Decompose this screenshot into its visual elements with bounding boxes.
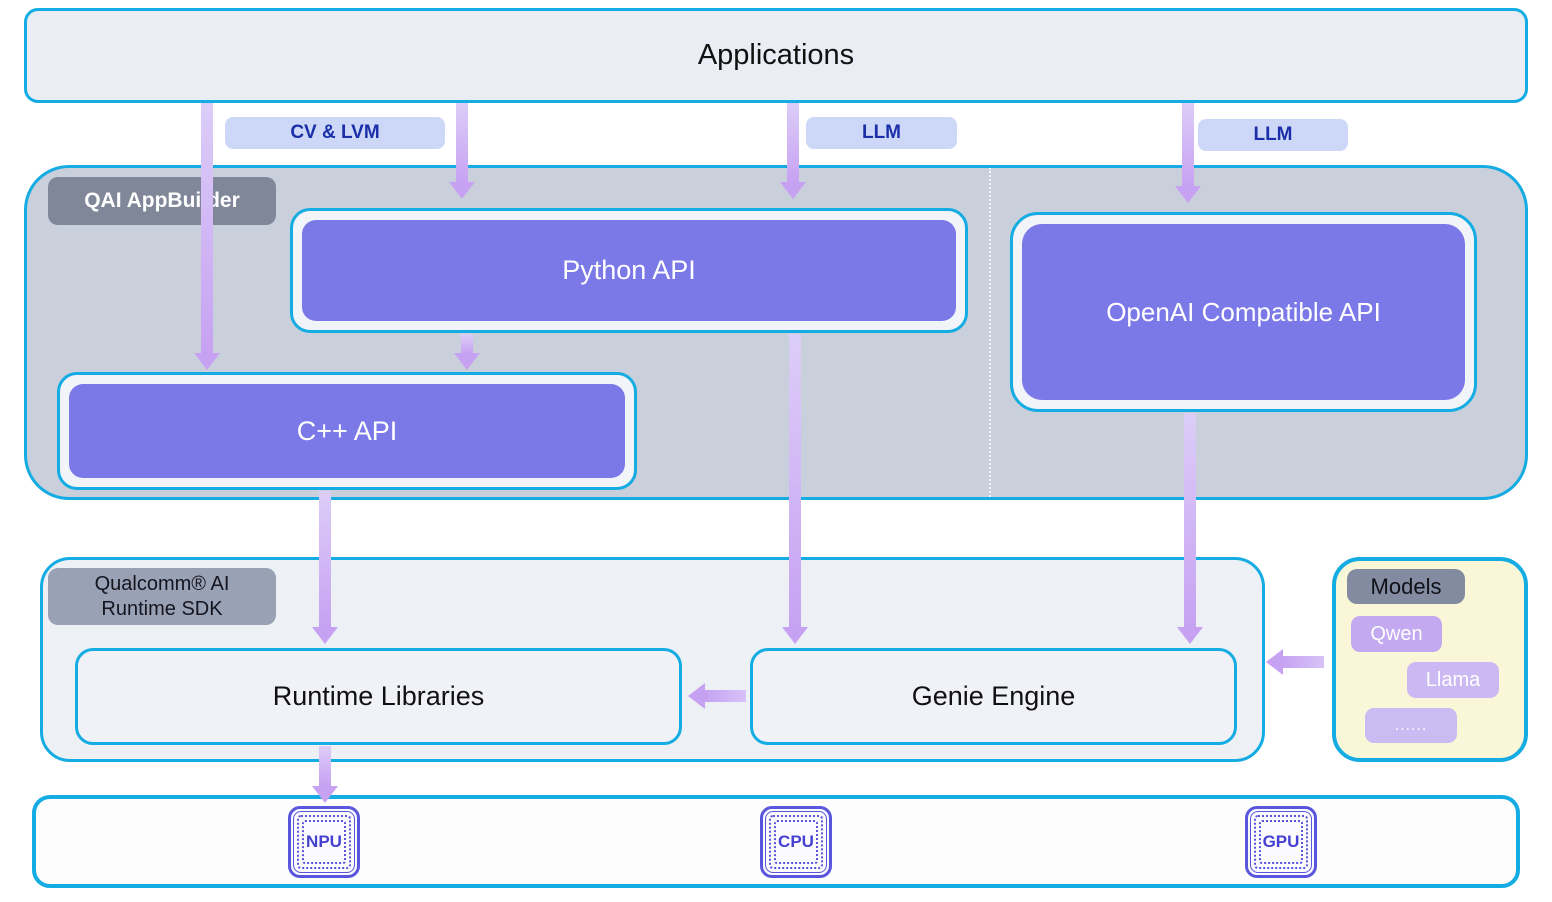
flow-tag-cv-lvm-label: CV & LVM	[290, 122, 380, 143]
python-api-label: Python API	[562, 255, 696, 285]
applications-label: Applications	[697, 39, 855, 71]
cpu-label: CPU	[776, 832, 816, 852]
arrow-cpp-api-to-runtime-libraries	[312, 491, 338, 644]
cpp-api-inner: C++ API	[69, 384, 625, 478]
applications-box: Applications	[24, 8, 1528, 103]
qualcomm-tag-line2: Runtime SDK	[101, 597, 223, 620]
npu-label: NPU	[304, 832, 344, 852]
runtime-libraries-label: Runtime Libraries	[272, 681, 485, 711]
models-tag: Models	[1347, 569, 1465, 604]
npu-chip-dots-inner	[302, 820, 346, 864]
cpu-chip-frame	[765, 811, 827, 873]
openai-compatible-api-label: OpenAI Compatible API	[1106, 296, 1381, 327]
flow-tag-llm-right: LLM	[1198, 119, 1348, 151]
arrow-openai-api-to-genie-engine	[1177, 413, 1203, 644]
qai-container-divider	[989, 168, 991, 497]
flow-tag-llm-left-label: LLM	[861, 122, 902, 143]
gpu-chip-icon: GPU	[1245, 806, 1317, 878]
flow-tag-llm-right-label: LLM	[1253, 124, 1293, 145]
qualcomm-tag-line1: Qualcomm® AI	[94, 572, 230, 595]
cpu-chip-icon: CPU	[760, 806, 832, 878]
flow-tag-cv-lvm: CV & LVM	[225, 117, 445, 149]
flow-tag-llm-left: LLM	[806, 117, 957, 149]
openai-compatible-api-box: OpenAI Compatible API	[1010, 212, 1477, 412]
cpu-chip-dots-outer	[769, 815, 823, 869]
genie-engine-label: Genie Engine	[911, 681, 1076, 711]
npu-chip-frame	[293, 811, 355, 873]
gpu-chip-dots-outer	[1254, 815, 1308, 869]
arrow-python-api-to-genie-engine	[782, 334, 808, 644]
arrow-genie-engine-to-runtime-libraries	[688, 683, 746, 709]
qai-appbuilder-tag-label: QAI AppBuilder	[84, 189, 240, 212]
arrow-applications-to-python-api-left	[449, 103, 475, 199]
gpu-label: GPU	[1260, 832, 1302, 852]
gpu-chip-frame	[1250, 811, 1312, 873]
qai-appbuilder-tag: QAI AppBuilder	[48, 177, 276, 225]
model-chip-qwen: Qwen	[1351, 616, 1442, 652]
arrow-models-to-genie-engine	[1266, 649, 1324, 675]
model-chip-more: ......	[1365, 708, 1457, 743]
genie-engine-box: Genie Engine	[750, 648, 1237, 745]
python-api-box: Python API	[290, 208, 968, 333]
model-llama-label: Llama	[1425, 668, 1481, 691]
npu-chip-dots-outer	[297, 815, 351, 869]
model-more-label: ......	[1394, 716, 1428, 734]
qualcomm-ai-runtime-sdk-tag: Qualcomm® AI Runtime SDK	[48, 568, 276, 625]
openai-compatible-api-inner: OpenAI Compatible API	[1022, 224, 1465, 400]
arrow-python-api-to-cpp-api	[454, 334, 480, 370]
model-qwen-label: Qwen	[1370, 622, 1423, 645]
arrow-applications-to-python-api-right	[780, 103, 806, 199]
npu-chip-icon: NPU	[288, 806, 360, 878]
gpu-chip-dots-inner	[1259, 820, 1303, 864]
models-tag-label: Models	[1370, 573, 1442, 599]
cpp-api-label: C++ API	[296, 415, 398, 446]
arrow-applications-to-cpp-api	[194, 103, 220, 370]
cpu-chip-dots-inner	[774, 820, 818, 864]
arrow-runtime-libraries-to-hardware	[312, 746, 338, 803]
runtime-libraries-box: Runtime Libraries	[75, 648, 682, 745]
python-api-inner: Python API	[302, 220, 956, 321]
arrow-applications-to-openai-api	[1175, 103, 1201, 203]
cpp-api-box: C++ API	[57, 372, 637, 490]
model-chip-llama: Llama	[1407, 662, 1499, 698]
